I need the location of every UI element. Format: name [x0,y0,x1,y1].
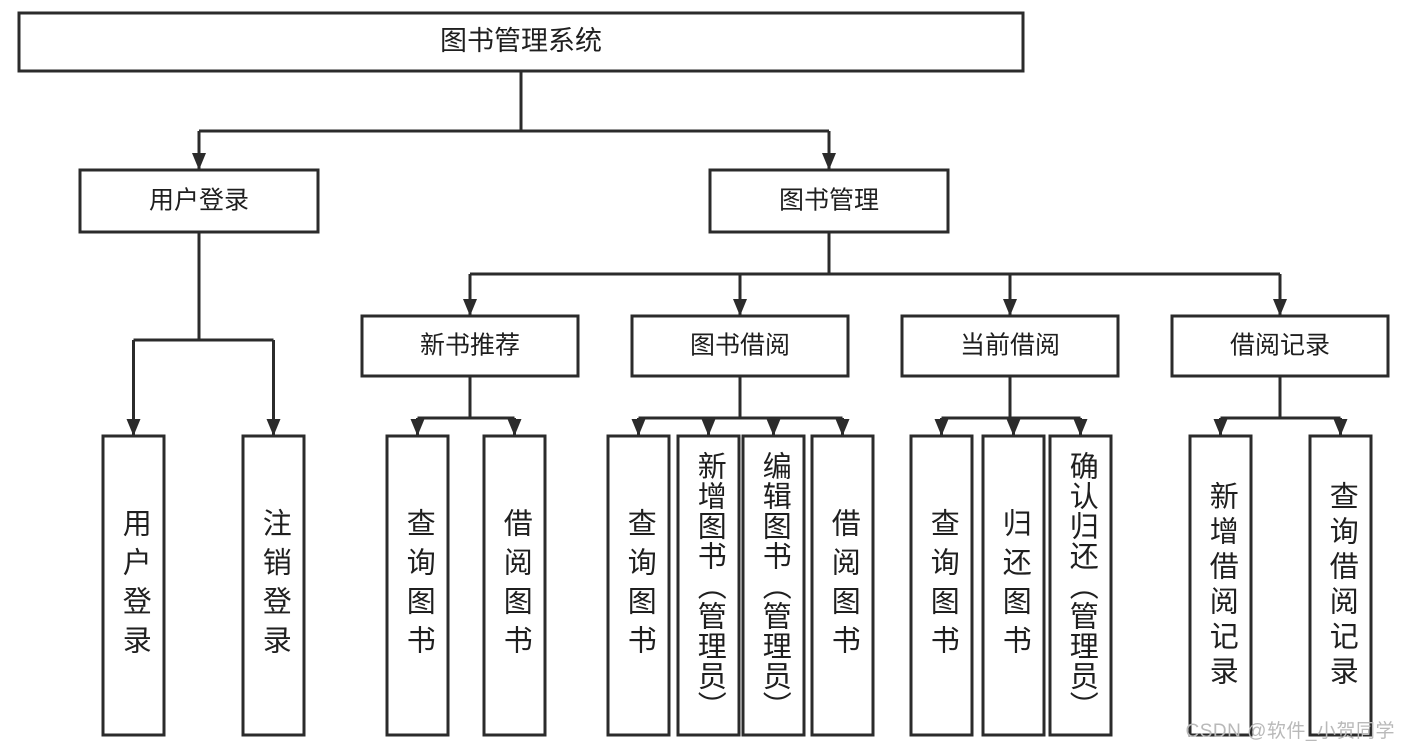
arrow-head-icon [631,419,646,436]
node-box-leaf-user-login[interactable] [101,434,166,737]
box-layer [17,11,1390,737]
node-box-leaf-borrow-book-2[interactable] [810,434,875,737]
node-box-leaf-query-book-1[interactable] [385,434,450,737]
node-box-current-borrow[interactable] [900,314,1120,378]
node-box-new-book-rec[interactable] [360,314,580,378]
arrow-head-icon [701,419,716,436]
node-label-book-manage: 图书管理 [779,187,879,215]
arrow-head-icon [934,419,949,436]
arrow-head-icon [835,419,850,436]
node-box-leaf-query-book-2[interactable] [606,434,671,737]
node-box-leaf-borrow-book-1[interactable] [482,434,547,737]
watermark-text: CSDN @软件_小贺同学 [1185,721,1395,742]
node-label-new-book-rec: 新书推荐 [420,332,520,360]
arrow-head-icon [1006,419,1021,436]
node-box-borrow-record[interactable] [1170,314,1390,378]
node-box-book-manage[interactable] [708,168,950,234]
node-box-leaf-add-book[interactable] [676,434,741,737]
node-box-leaf-query-book-3[interactable] [909,434,974,737]
arrow-head-icon [1273,299,1287,316]
node-box-leaf-add-record[interactable] [1188,434,1253,737]
arrow-head-icon [766,419,781,436]
node-label-book-borrow: 图书借阅 [690,332,790,360]
node-box-leaf-query-record[interactable] [1308,434,1373,737]
arrow-head-icon [507,419,522,436]
arrow-head-icon [192,153,206,170]
arrow-head-icon [463,299,477,316]
arrow-head-icon [410,419,425,436]
arrow-head-icon [822,153,836,170]
node-box-leaf-edit-book[interactable] [741,434,806,737]
arrow-head-icon [733,299,747,316]
node-box-leaf-return-book[interactable] [981,434,1046,737]
edge-layer [126,71,1348,436]
node-box-user-login[interactable] [78,168,320,234]
arrow-head-icon [1213,419,1228,436]
arrow-head-icon [266,419,281,436]
node-label-borrow-record: 借阅记录 [1230,332,1330,360]
node-box-leaf-user-logout[interactable] [241,434,306,737]
arrow-head-icon [1003,299,1017,316]
node-label-root: 图书管理系统 [440,26,602,56]
arrow-head-icon [1073,419,1088,436]
node-label-user-login: 用户登录 [149,187,249,215]
node-label-current-borrow: 当前借阅 [960,332,1060,360]
node-box-book-borrow[interactable] [630,314,850,378]
arrow-head-icon [1333,419,1348,436]
arrow-head-icon [126,419,141,436]
node-box-root[interactable] [17,11,1025,73]
node-box-leaf-confirm-return[interactable] [1048,434,1113,737]
